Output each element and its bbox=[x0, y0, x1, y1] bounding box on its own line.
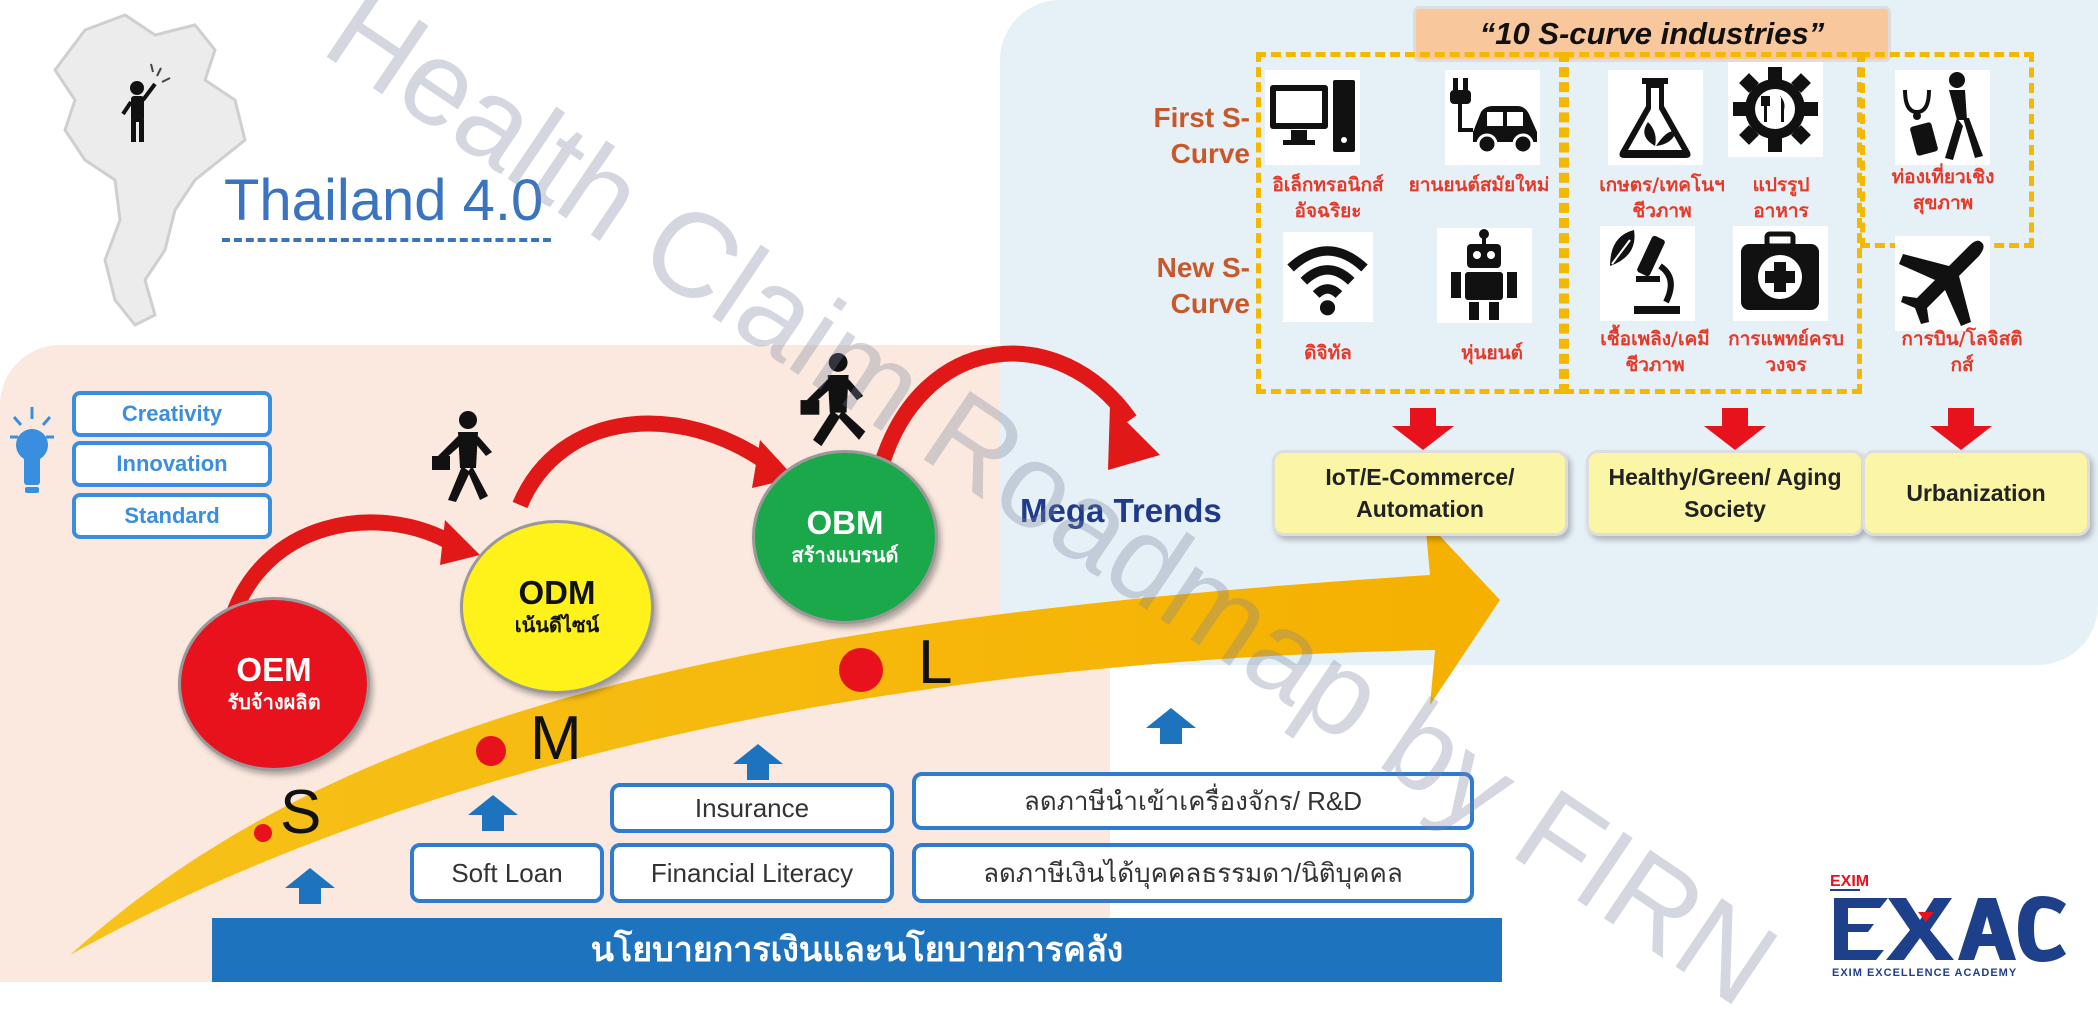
trend-urbanization: Urbanization bbox=[1862, 450, 2090, 536]
lightbulb-icon bbox=[10, 407, 54, 493]
stage-oem: OEM รับจ้างผลิต bbox=[178, 597, 370, 771]
trend-iot-ecommerce-automation: IoT/E-Commerce/ Automation bbox=[1272, 450, 1568, 536]
size-dot-small bbox=[254, 824, 272, 842]
exac-logo: EXIM EXIM EXCELLENCE ACADEMY bbox=[1830, 873, 2066, 979]
microscope-leaf-icon bbox=[1600, 226, 1695, 321]
industry-label: เกษตร/เทคโนฯชีวภาพ bbox=[1599, 174, 1725, 222]
trend-healthy-green-aging: Healthy/Green/ Aging Society bbox=[1586, 450, 1864, 536]
up-arrow-icon bbox=[468, 795, 518, 831]
businessman-running-icon bbox=[432, 411, 492, 502]
industry-label: หุ่นยนต์ bbox=[1461, 342, 1523, 364]
size-label-m: M bbox=[530, 704, 582, 773]
size-dot-medium bbox=[476, 736, 506, 766]
food-gear-icon bbox=[1728, 62, 1823, 157]
industry-label: อิเล็กทรอนิกส์อัจฉริยะ bbox=[1272, 174, 1384, 222]
industry-group-frame bbox=[1564, 52, 1862, 394]
first-s-curve-label: First S-Curve bbox=[1153, 102, 1250, 169]
up-arrow-icon bbox=[733, 744, 783, 780]
industry-label: แปรรูปอาหาร bbox=[1752, 174, 1810, 222]
value-box-creativity: Creativity bbox=[72, 391, 272, 437]
electric-car-icon bbox=[1445, 70, 1540, 165]
growth-arrow bbox=[70, 345, 1500, 955]
logo-tagline: EXIM EXCELLENCE ACADEMY bbox=[1832, 967, 2017, 979]
up-arrow-icon bbox=[285, 868, 335, 904]
measure-machinery-tax: ลดภาษีนำเข้าเครื่องจักร/ R&D bbox=[912, 772, 1474, 830]
value-box-innovation: Innovation bbox=[72, 441, 272, 487]
industry-label: เชื้อเพลิง/เคมีชีวภาพ bbox=[1600, 328, 1710, 376]
stage-thai-label: เน้นดีไซน์ bbox=[514, 615, 600, 637]
robot-icon bbox=[1437, 228, 1532, 323]
flask-leaf-icon bbox=[1608, 70, 1703, 165]
stage-code: ODM bbox=[518, 574, 596, 611]
industry-label: ยานยนต์สมัยใหม่ bbox=[1408, 174, 1550, 196]
medical-kit-icon bbox=[1733, 226, 1828, 321]
policy-bar: นโยบายการเงินและนโยบายการคลัง bbox=[212, 918, 1502, 982]
stage-thai-label: สร้างแบรนด์ bbox=[791, 545, 899, 567]
industry-group-frame bbox=[1256, 52, 1564, 394]
new-s-curve-label: New S-Curve bbox=[1156, 252, 1250, 319]
page-title: Thailand 4.0 bbox=[222, 168, 552, 242]
measure-financial-literacy: Financial Literacy bbox=[610, 843, 894, 903]
stage-thai-label: รับจ้างผลิต bbox=[227, 692, 321, 714]
down-arrow-icon bbox=[1930, 408, 1992, 450]
size-label-s: S bbox=[280, 778, 322, 847]
down-arrow-icon bbox=[1704, 408, 1766, 450]
stage-code: OBM bbox=[806, 504, 884, 541]
down-arrow-icon bbox=[1392, 408, 1454, 450]
mega-trends-label: Mega Trends bbox=[1020, 492, 1222, 529]
stage-code: OEM bbox=[236, 651, 312, 688]
logo-exim-text: EXIM bbox=[1830, 873, 1869, 890]
airplane-icon bbox=[1895, 236, 1990, 331]
businessman-running-icon bbox=[800, 353, 866, 447]
industry-label: ท่องเที่ยวเชิงสุขภาพ bbox=[1891, 166, 1995, 214]
measure-soft-loan: Soft Loan bbox=[410, 843, 604, 903]
computer-icon bbox=[1265, 70, 1360, 165]
industry-label: การบิน/โลจิสติกส์ bbox=[1901, 328, 2023, 376]
size-label-l: L bbox=[918, 628, 953, 697]
thailand-map-icon bbox=[53, 13, 247, 327]
value-box-standard: Standard bbox=[72, 493, 272, 539]
traveler-icon bbox=[1895, 70, 1990, 165]
measure-income-tax: ลดภาษีเงินได้บุคคลธรรมดา/นิติบุคคล bbox=[912, 843, 1474, 903]
industry-label: ดิจิทัล bbox=[1304, 342, 1352, 364]
industry-label: การแพทย์ครบวงจร bbox=[1728, 328, 1844, 376]
stage-obm: OBM สร้างแบรนด์ bbox=[752, 450, 938, 624]
size-dot-large bbox=[839, 648, 883, 692]
stage-odm: ODM เน้นดีไซน์ bbox=[460, 520, 654, 694]
up-arrow-icon bbox=[1146, 708, 1196, 744]
wifi-icon bbox=[1283, 232, 1373, 322]
measure-insurance: Insurance bbox=[610, 783, 894, 833]
